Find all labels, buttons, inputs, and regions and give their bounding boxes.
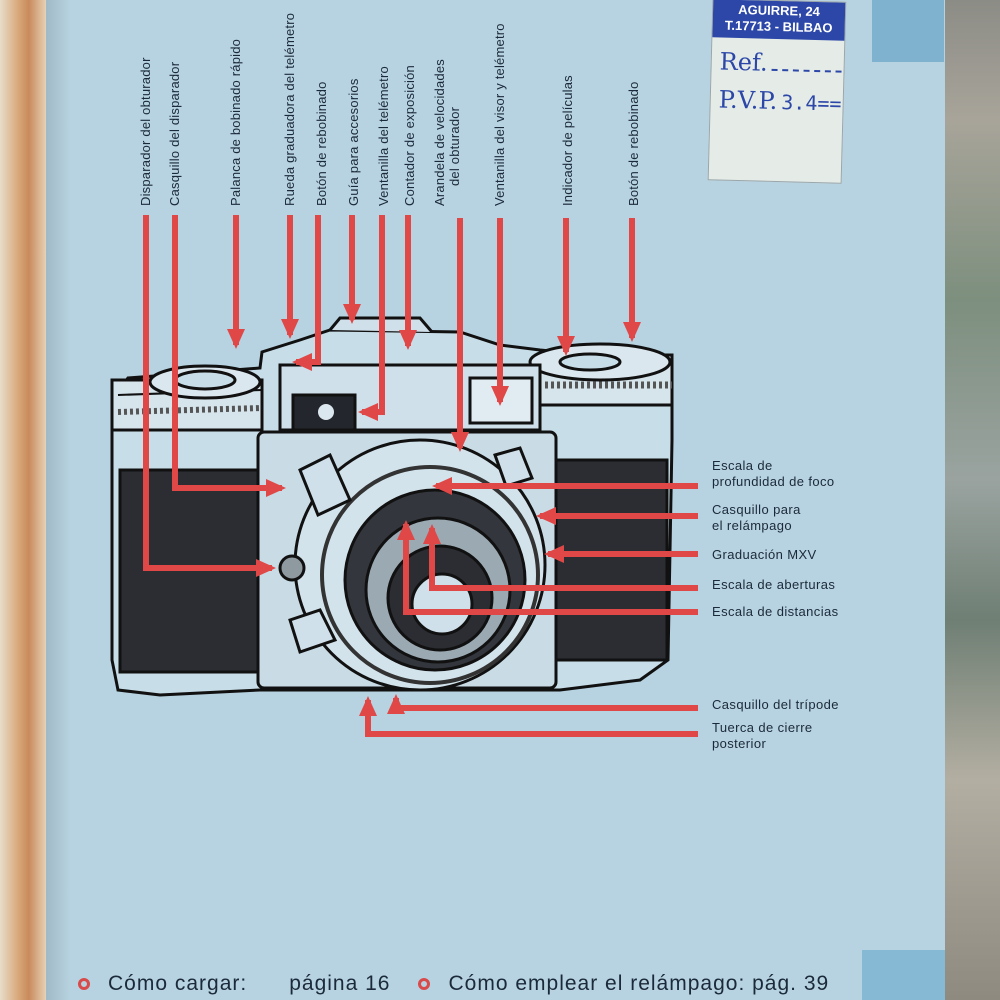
top-label-text: Arandela de velocidades [432,59,447,206]
stamp-pvp-row: P.V.P.3.4== [718,85,843,116]
side-label-line1: Casquillo para [712,502,801,517]
dealer-stamp: AGUIRRE, 24 T.17713 - BILBAO Ref. P.V.P.… [707,0,847,184]
top-label-text: Rueda graduadora del telémetro [282,12,297,206]
footer-item2-label: Cómo emplear el relámpago: [448,972,746,995]
callout-arrow-side-3 [429,528,698,591]
callout-arrow-top-11-head [623,322,641,342]
top-label-text: Indicador de películas [560,75,575,206]
top-label-text: Palanca de bobinado rápido [228,38,243,206]
stamp-pvp-value: 3.4== [780,90,842,116]
stamp-ref-label: Ref. [719,47,769,77]
callout-arrow-side-1-head [536,507,556,525]
callout-arrow-side-6-head [359,696,377,716]
page-edge-tab-bottom [862,950,946,1000]
top-label-11: Botón de rebobinado [626,81,641,206]
top-label-text: Guía para accesorios [346,78,361,206]
top-label-text2: del obturador [447,106,462,186]
callout-arrow-top-0-head [256,559,276,577]
background-right [945,0,1000,1000]
side-label-line1: Tuerca de cierre [712,720,813,735]
callout-arrow-top-0 [143,215,272,571]
top-label-6: Ventanilla del telémetro [376,66,391,206]
callout-arrow-side-4 [403,524,698,615]
top-label-text: Botón de rebobinado [314,81,329,206]
callout-arrow-top-7-head [399,330,417,350]
callout-arrow-top-1 [172,215,282,491]
callout-arrow-top-10-head [557,336,575,356]
footer-item1-label: Cómo cargar: [108,972,248,995]
stamp-phone: T.17713 - BILBAO [724,17,833,36]
side-label-line1: Escala de [712,458,773,473]
side-label-line1: Escala de distancias [712,604,839,619]
top-label-text: Botón de rebobinado [626,81,641,206]
top-label-5: Guía para accesorios [346,78,361,206]
top-label-text: Ventanilla del telémetro [376,66,391,206]
top-label-9: Ventanilla del visor y telémetro [492,23,507,206]
callout-arrow-side-4-head [397,520,415,540]
side-label-3: Escala de aberturas [712,577,902,593]
callout-arrow-top-8-head [451,432,469,452]
top-label-text: Casquillo del disparador [167,61,182,206]
side-label-line1: Casquillo del trípode [712,697,839,712]
footer-references: Cómo cargar: página 16 Cómo emplear el rel… [78,972,829,996]
stamp-ref-row: Ref. [719,47,844,78]
page-shadow [46,0,70,1000]
side-label-2: Graduación MXV [712,547,902,563]
top-label-4: Botón de rebobinado [314,81,329,206]
callout-arrow-top-9-head [491,386,509,406]
callout-arrow-side-3-head [423,524,441,544]
stamp-pvp-label: P.V.P. [718,85,778,116]
top-label-text: Disparador del obturador [138,57,153,206]
callout-arrow-top-3-head [281,319,299,339]
footer-item2-page: pág. 39 [752,972,830,995]
callout-arrow-side-5 [393,698,698,711]
top-label-2: Palanca de bobinado rápido [228,39,243,206]
bullet-icon [78,978,90,991]
book-spine [0,0,48,1000]
callout-arrow-top-5-head [343,304,361,324]
footer-item1-page: página 16 [289,972,391,995]
callout-arrow-top-1-head [266,479,286,497]
top-label-text: Ventanilla del visor y telémetro [492,23,507,206]
callout-arrow-top-6-head [358,403,378,421]
top-label-1: Casquillo del disparador [167,62,182,206]
camera-drawing [110,316,674,697]
side-label-line1: Escala de aberturas [712,577,836,592]
side-label-line2: profundidad de foco [712,474,835,489]
top-label-text: Contador de exposición [402,65,417,206]
side-label-line2: el relámpago [712,518,792,533]
callout-arrow-side-2-head [544,545,564,563]
top-label-10: Indicador de películas [560,75,575,206]
callout-arrows [143,215,698,737]
top-label-0: Disparador del obturador [138,57,153,206]
side-label-4: Escala de distancias [712,604,902,620]
callout-arrow-side-5-head [387,694,405,714]
bullet-icon [418,978,431,991]
top-label-7: Contador de exposición [402,65,417,206]
stamp-ref-blank [771,68,842,73]
side-label-line2: posterior [712,736,767,751]
stamp-header: AGUIRRE, 24 T.17713 - BILBAO [712,0,846,41]
page-edge-tab [872,0,944,62]
callout-arrow-top-2-head [227,329,245,349]
side-label-5: Casquillo del trípode [712,697,902,713]
side-label-line1: Graduación MXV [712,547,817,562]
callout-arrow-top-4-head [292,353,312,371]
top-label-3: Rueda graduadora del telémetro [282,13,297,206]
callout-arrow-side-0-head [432,477,452,495]
